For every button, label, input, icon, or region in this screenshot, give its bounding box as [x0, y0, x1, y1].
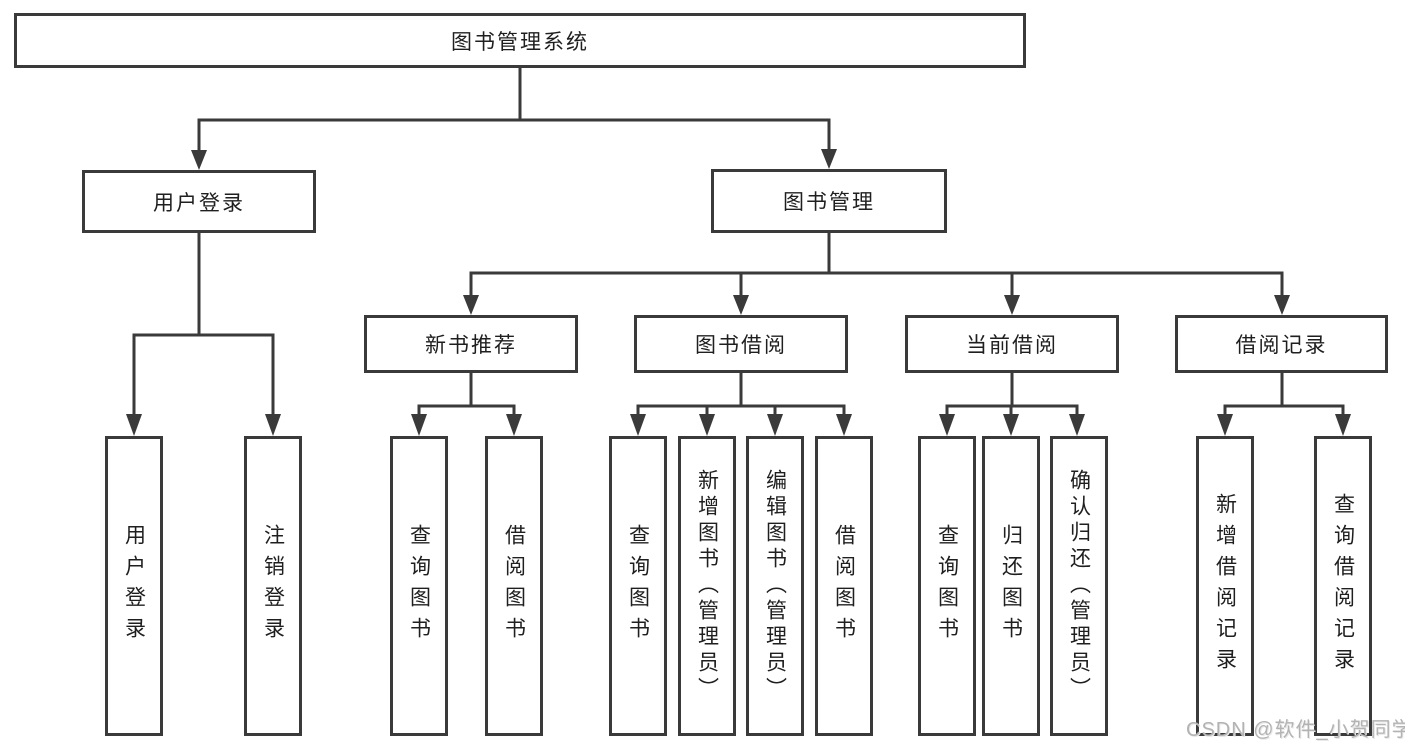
node-borrowing-records: 借阅记录 — [1175, 315, 1388, 373]
leaf-borrow-books-borrowing: 借阅图书 — [815, 436, 873, 736]
node-book-management: 图书管理 — [711, 169, 947, 233]
leaf-label: 借阅图书 — [502, 524, 526, 648]
leaf-label: 新增借阅记录 — [1213, 493, 1237, 679]
node-label: 用户登录 — [153, 191, 245, 215]
leaf-label: 编辑图书（管理员） — [763, 469, 787, 703]
leaf-label: 注销登录 — [261, 524, 285, 648]
leaf-borrow-books-recommend: 借阅图书 — [485, 436, 543, 736]
leaf-return-books: 归还图书 — [982, 436, 1040, 736]
node-label: 当前借阅 — [966, 334, 1058, 357]
leaf-logout: 注销登录 — [244, 436, 302, 736]
leaf-label: 新增图书（管理员） — [695, 469, 719, 703]
leaf-label: 查询借阅记录 — [1331, 493, 1355, 679]
leaf-label: 用户登录 — [122, 524, 146, 648]
leaf-label: 查询图书 — [407, 524, 431, 648]
node-current-borrowing: 当前借阅 — [905, 315, 1119, 373]
leaf-label: 归还图书 — [999, 524, 1023, 648]
node-label: 图书借阅 — [695, 334, 787, 357]
leaf-user-login: 用户登录 — [105, 436, 163, 736]
node-user-login: 用户登录 — [82, 170, 316, 233]
leaf-edit-books-admin: 编辑图书（管理员） — [746, 436, 804, 736]
watermark: CSDN @软件_小贺同学 — [1186, 719, 1405, 741]
node-library-system: 图书管理系统 — [14, 13, 1026, 68]
leaf-add-books-admin: 新增图书（管理员） — [678, 436, 736, 736]
arrowhead-icons — [126, 149, 1351, 436]
leaf-query-books-recommend: 查询图书 — [390, 436, 448, 736]
node-label: 图书管理系统 — [451, 30, 589, 54]
node-label: 借阅记录 — [1235, 334, 1328, 357]
leaf-label: 查询图书 — [935, 524, 959, 648]
leaf-query-borrow-record: 查询借阅记录 — [1314, 436, 1372, 736]
leaf-add-borrow-record: 新增借阅记录 — [1196, 436, 1254, 736]
leaf-query-books-current: 查询图书 — [918, 436, 976, 736]
leaf-query-books-borrowing: 查询图书 — [609, 436, 667, 736]
leaf-confirm-return-admin: 确认归还（管理员） — [1050, 436, 1108, 736]
leaf-label: 确认归还（管理员） — [1067, 469, 1091, 703]
node-label: 图书管理 — [783, 191, 875, 214]
leaf-label: 查询图书 — [626, 524, 650, 648]
node-new-book-recommend: 新书推荐 — [364, 315, 578, 373]
node-book-borrowing: 图书借阅 — [634, 315, 848, 373]
leaf-label: 借阅图书 — [832, 524, 856, 648]
node-label: 新书推荐 — [425, 334, 517, 357]
